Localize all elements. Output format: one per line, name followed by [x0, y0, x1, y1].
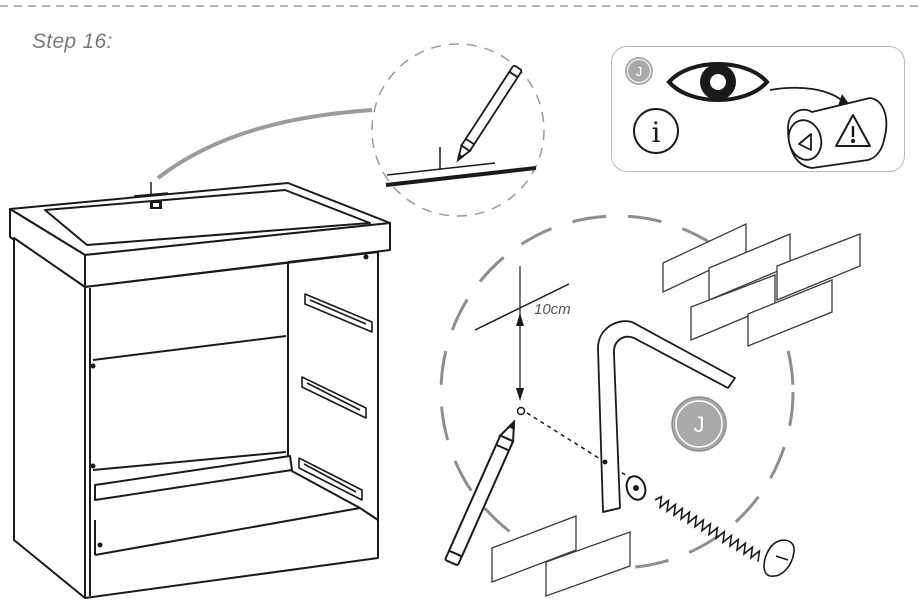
svg-text:J: J: [636, 64, 643, 79]
part-badge-main: J: [671, 396, 727, 452]
measurement-label: 10cm: [534, 301, 571, 318]
washer-icon: [625, 475, 647, 501]
manual-warning-icon: [787, 97, 888, 169]
step-title: Step 16:: [32, 30, 113, 53]
zoom-leader-line: [156, 108, 373, 180]
wall-fixing-detail: J: [439, 214, 861, 597]
brick-wall-upper: [662, 222, 861, 347]
pencil-icon: [456, 64, 523, 163]
svg-text:J: J: [694, 412, 705, 437]
part-badge-small: J: [625, 57, 653, 85]
vanity-cabinet: [9, 182, 391, 599]
drawer-runner-middle: [301, 376, 367, 419]
drawer-runner-bottom: [298, 457, 363, 501]
info-icon: i: [633, 108, 679, 154]
screw-icon: [654, 495, 795, 577]
eye-icon: [666, 62, 770, 102]
zoom-detail-marking: [371, 43, 545, 217]
svg-text:i: i: [652, 116, 661, 149]
wall-bracket-icon: [597, 320, 736, 513]
drawer-runner-top: [304, 293, 373, 333]
brick-wall-lower: [491, 515, 631, 597]
info-box-icons: J i: [625, 57, 888, 169]
